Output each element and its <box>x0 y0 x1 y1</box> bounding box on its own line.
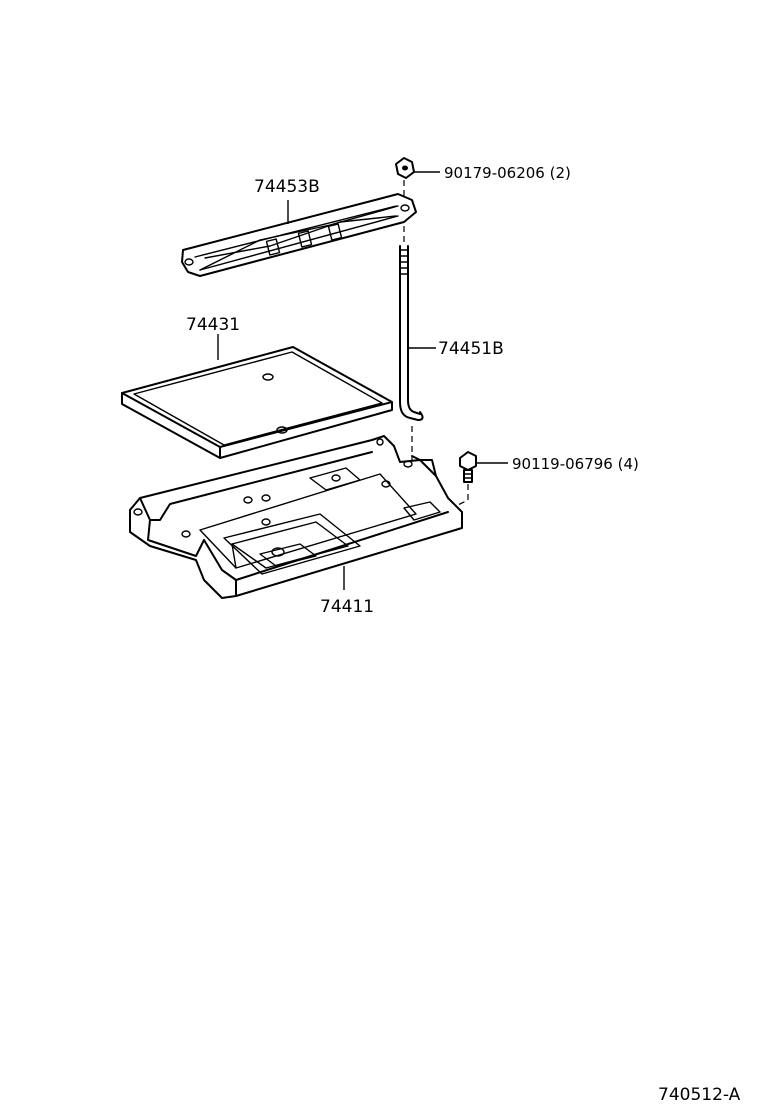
part-label-74451B: 74451B <box>438 339 504 359</box>
part-label-74411: 74411 <box>320 597 374 617</box>
tray-insulator-drawing <box>121 346 393 459</box>
part-label-bolt: 90119-06796 (4) <box>512 455 639 473</box>
part-label-nut: 90179-06206 (2) <box>444 164 571 182</box>
diagram-id: 740512-A <box>658 1085 741 1105</box>
battery-carrier-drawing <box>129 435 463 599</box>
hold-down-bolt-drawing <box>399 226 424 421</box>
part-label-74431: 74431 <box>186 315 240 335</box>
hold-down-clamp-drawing <box>181 193 417 277</box>
nut-drawing <box>395 157 415 179</box>
bolt-drawing <box>459 451 477 483</box>
part-label-74453B: 74453B <box>254 177 320 197</box>
